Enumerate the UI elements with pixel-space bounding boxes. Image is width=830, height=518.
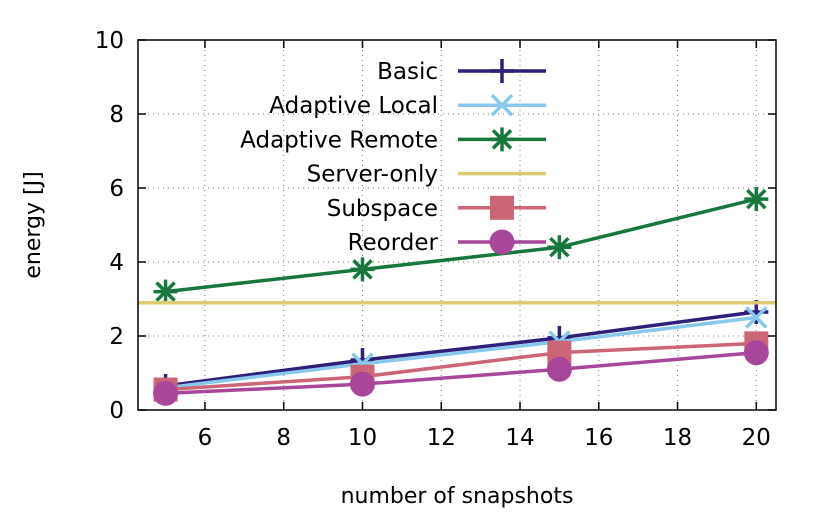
x-tick-label: 8 [276,425,291,451]
data-point-reorder [349,371,375,397]
data-point-reorder [743,340,769,366]
data-point-adaptive-local [745,306,768,329]
x-tick-label: 6 [198,425,213,451]
data-point-adaptive-remote [350,257,375,282]
x-tick-label: 20 [742,425,771,451]
x-tick-label: 10 [348,425,377,451]
legend-item-subspace: Subspace [327,195,546,222]
y-tick-label: 4 [109,250,124,276]
ticks-layer: 6 8 10 12 14 16 18 20 0 2 4 6 8 10 [95,28,776,451]
plot-frame [137,39,777,411]
data-point-adaptive-remote [744,187,769,212]
y-tick-label: 0 [109,398,124,424]
series-line-subspace [165,341,757,392]
legend-item-server-only: Server-only [307,162,546,188]
data-point-adaptive-remote [547,235,572,260]
data-point-reorder [546,356,572,382]
data-point-reorder [153,380,179,406]
legend-item-adaptive-local: Adaptive Local [269,93,546,119]
legend-label: Subspace [327,196,438,222]
legend-marker [489,229,515,255]
legend-label: Basic [377,59,438,85]
legend-item-basic: Basic [377,59,546,85]
legend-marker [490,93,514,117]
y-tick-label: 2 [109,324,124,350]
series-line-basic [165,310,757,388]
x-tick-label: 14 [505,425,534,451]
x-axis-label: number of snapshots [341,484,574,509]
series-line-adaptive-local [165,315,757,390]
legend-label: Reorder [348,230,439,256]
y-axis-label: energy [J] [21,171,46,278]
x-tick-label: 18 [663,425,692,451]
y-tick-label: 6 [109,176,124,202]
series-layer [138,187,776,406]
x-tick-label: 12 [427,425,456,451]
legend-marker [490,127,514,152]
series-line-adaptive-remote [165,197,757,294]
legend-marker [490,59,514,83]
legend-item-adaptive-remote: Adaptive Remote [240,127,546,153]
grid-layer [138,40,776,410]
data-point-adaptive-remote [153,279,178,304]
x-tick-label: 16 [584,425,613,451]
y-tick-label: 10 [95,28,124,54]
series-line-reorder [165,350,757,396]
legend-label: Server-only [307,162,438,188]
legend-marker [490,195,514,220]
legend-label: Adaptive Local [269,93,438,119]
legend-item-reorder: Reorder [348,229,546,256]
y-tick-label: 8 [109,102,124,128]
legend-label: Adaptive Remote [240,127,438,153]
